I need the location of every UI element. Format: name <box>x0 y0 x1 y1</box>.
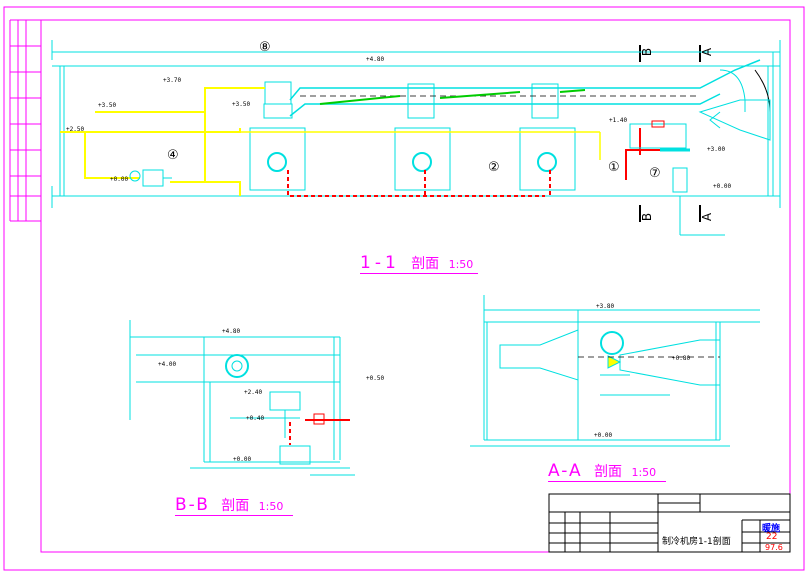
section-a-a <box>470 295 760 447</box>
callout-1: ① <box>608 160 620 175</box>
title-a-a-sub: 剖面 <box>594 464 623 480</box>
chiller-unit-2 <box>394 127 451 191</box>
title-a-a-code: A-A <box>548 461 583 481</box>
section-mark-b-top: B <box>640 47 655 57</box>
chiller-unit-1 <box>249 127 306 191</box>
elev-7: +1.40 <box>609 117 628 124</box>
elev-6: +2.50 <box>66 126 85 133</box>
chiller-unit-3 <box>519 127 576 191</box>
elev-aa-1: +3.80 <box>596 303 615 310</box>
title-1-1-code: 1-1 <box>360 253 400 273</box>
title-1-1-sub: 剖面 <box>411 256 440 272</box>
callout-8: ⑧ <box>259 40 271 55</box>
drawing-name: 制冷机房1-1剖面 <box>662 537 731 547</box>
title-block-frame <box>548 493 791 553</box>
elev-aa-2: +0.80 <box>672 355 691 362</box>
title-1-1-scale: 1:50 <box>448 258 474 271</box>
elev-5: +3.00 <box>707 146 726 153</box>
section-mark-b-bottom: B <box>640 212 655 222</box>
title-1-1: 1-1 剖面 1:50 <box>360 253 473 273</box>
title-a-a: A-A 剖面 1:50 <box>548 461 656 481</box>
section-mark-a-bottom: A <box>700 212 715 222</box>
title-b-b: B-B 剖面 1:50 <box>175 495 283 515</box>
section-1-1 <box>51 40 781 236</box>
left-margin-table <box>9 19 41 222</box>
elev-bb-4: +0.00 <box>233 456 252 463</box>
elev-8: +0.00 <box>713 183 732 190</box>
title-b-b-sub: 剖面 <box>221 498 250 514</box>
sheet-number: 22 <box>766 532 778 542</box>
section-b-b <box>129 320 355 476</box>
title-b-b-underline <box>175 515 293 516</box>
elev-bb-5: +0.40 <box>246 415 265 422</box>
elev-2: +3.70 <box>163 77 182 84</box>
elev-bb-6: +0.50 <box>366 375 385 382</box>
callout-4: ④ <box>167 148 179 163</box>
title-1-1-underline <box>360 273 478 274</box>
title-b-b-code: B-B <box>175 495 210 515</box>
elev-aa-3: +0.00 <box>594 432 613 439</box>
elev-bb-2: +4.00 <box>158 361 177 368</box>
elev-3: +3.50 <box>98 102 117 109</box>
outer-border <box>3 6 805 571</box>
title-b-b-scale: 1:50 <box>258 500 284 513</box>
drawing-code: 暖施 <box>762 524 781 534</box>
callout-2: ② <box>488 160 500 175</box>
elev-1: +4.80 <box>366 56 385 63</box>
elev-4: +3.50 <box>232 101 251 108</box>
title-a-a-underline <box>548 481 666 482</box>
elev-bb-1: +4.80 <box>222 328 241 335</box>
inner-frame <box>40 19 791 553</box>
callout-7: ⑦ <box>649 166 661 181</box>
elev-bb-3: +2.40 <box>244 389 263 396</box>
drawing-year: 97.6 <box>765 543 783 552</box>
section-mark-a-top: A <box>700 47 715 57</box>
title-a-a-scale: 1:50 <box>631 466 657 479</box>
elev-9: +0.00 <box>110 176 129 183</box>
